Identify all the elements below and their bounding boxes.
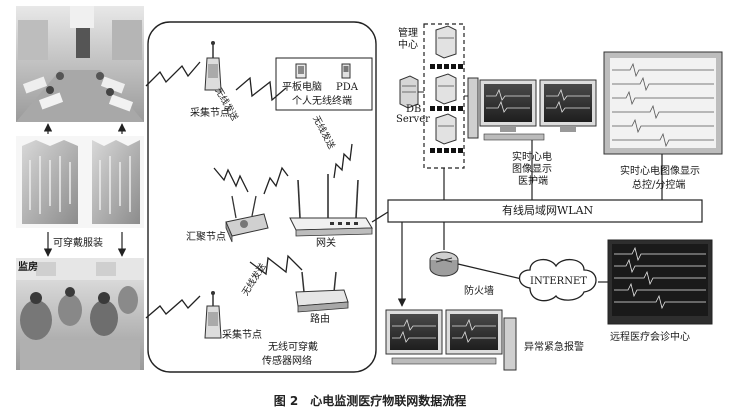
- tablet-icon: [295, 63, 307, 79]
- wireless-zigzag-router: [249, 254, 303, 276]
- management-server-3: [435, 113, 457, 145]
- wearable-shirts-photo: [16, 136, 144, 228]
- link-gateway-wlan: [371, 211, 389, 223]
- label-wearable: 可穿戴服装: [53, 238, 103, 249]
- link-firewall-internet: [457, 263, 527, 281]
- management-server-2: [435, 73, 457, 105]
- label-remote: 远程医疗会诊中心: [610, 332, 690, 343]
- caption-title: 心电监测医疗物联网数据流程: [310, 394, 467, 408]
- label-personal-terminal: 个人无线终端: [292, 96, 352, 107]
- label-router: 路由: [310, 314, 330, 325]
- management-server-1: [435, 25, 457, 59]
- label-alarm: 异常紧急报警: [524, 342, 584, 353]
- wireless-zigzag-collect-top: [235, 76, 287, 102]
- alarm-workstation: [385, 309, 517, 371]
- realtime-ecg-workstation: [467, 77, 597, 141]
- remote-center-monitor: [607, 239, 713, 325]
- label-mgmt-1: 管理: [398, 28, 418, 39]
- label-total-1: 实时心电图像显示: [620, 166, 700, 177]
- internet-cloud: [518, 259, 597, 302]
- ward-photo-bottom: [16, 258, 144, 370]
- figure-caption: 图 2 心电监测医疗物联网数据流程: [0, 392, 740, 409]
- db-server-icon: [399, 75, 419, 109]
- wireless-zigzag-top-left: [145, 61, 201, 87]
- pda-icon: [341, 63, 351, 79]
- server-black-bar-2: [430, 106, 463, 111]
- label-collect-node-bottom: 采集节点: [222, 330, 262, 341]
- wireless-zigzag-gateway-up: [333, 143, 353, 179]
- label-realtime-3: 医护端: [518, 176, 548, 187]
- label-wlan: 有线局域网WLAN: [502, 204, 594, 217]
- gateway-icon: [289, 174, 373, 237]
- wireless-zigzag-bottom-left: [145, 295, 201, 319]
- label-wireless-net-1: 无线可穿戴: [268, 342, 318, 353]
- label-mgmt-2: 中心: [398, 40, 418, 51]
- label-wireless-net-2: 传感器网络: [262, 356, 312, 367]
- sensor-network-boundary: [147, 21, 377, 373]
- label-realtime-2: 图像显示: [512, 164, 552, 175]
- label-realtime-1: 实时心电: [512, 152, 552, 163]
- collect-node-top-icon: [204, 41, 222, 91]
- ward-photo-top: [16, 6, 144, 122]
- sink-node-icon: [225, 195, 269, 243]
- label-firewall: 防火墙: [464, 286, 494, 297]
- label-internet: INTERNET: [530, 276, 587, 287]
- firewall-icon: [429, 251, 459, 277]
- label-total-2: 总控/分控端: [632, 180, 686, 191]
- label-gateway: 网关: [316, 238, 336, 249]
- label-pda: PDA: [336, 82, 358, 93]
- label-tablet: 平板电脑: [282, 82, 322, 93]
- label-ward: 监房: [18, 262, 38, 273]
- personal-terminal-box: [275, 57, 373, 111]
- caption-number: 图 2: [273, 394, 299, 408]
- server-black-bar-3: [430, 148, 463, 153]
- label-db-1: DB: [406, 104, 422, 115]
- label-db-2: Server: [396, 114, 430, 125]
- label-collect-node-top: 采集节点: [190, 108, 230, 119]
- server-black-bar-1: [430, 64, 463, 69]
- label-sink-node: 汇聚节点: [186, 232, 226, 243]
- wlan-bar: [387, 199, 703, 223]
- wireless-zigzag-sink-right: [263, 166, 289, 195]
- total-control-monitor: [603, 51, 723, 155]
- wireless-zigzag-sink-left: [213, 167, 249, 193]
- router-icon: [295, 271, 349, 313]
- collect-node-bottom-icon: [204, 291, 222, 339]
